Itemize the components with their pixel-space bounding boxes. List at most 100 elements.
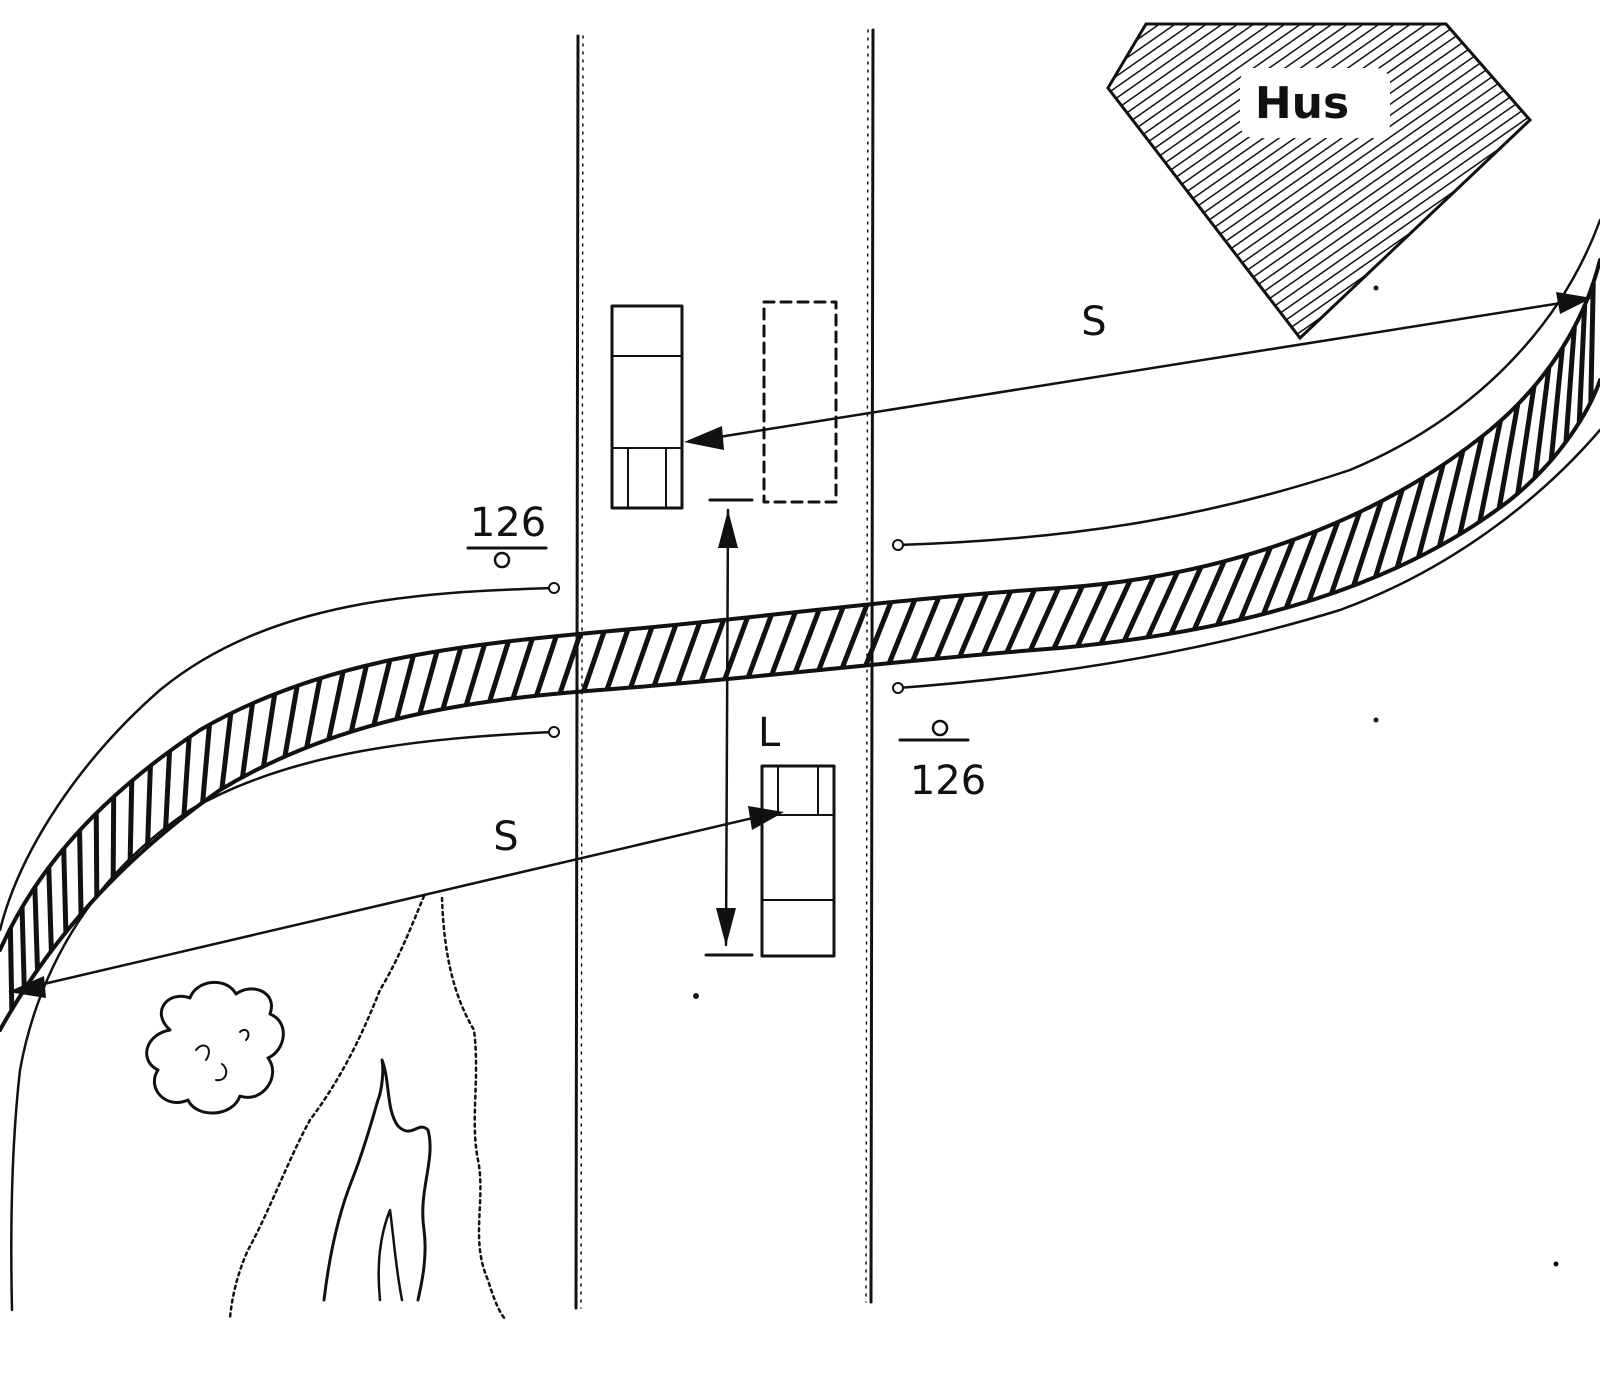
sleeper	[1457, 435, 1485, 535]
sleeper	[440, 646, 464, 710]
sign-post-icon	[493, 551, 511, 569]
length-label: L	[758, 710, 781, 756]
sleeper	[1098, 579, 1133, 645]
sleeper	[745, 613, 774, 678]
forest-edge-left	[228, 894, 426, 1320]
tree-trunk-outline	[322, 1058, 432, 1302]
sleeper	[1238, 546, 1273, 621]
sleeper	[1329, 511, 1362, 595]
sleeper	[1373, 489, 1405, 578]
sleeper	[1548, 347, 1565, 461]
sleeper	[261, 693, 278, 767]
crossing-sign-left: 126	[466, 500, 548, 569]
sight-arrowhead	[748, 806, 784, 830]
sleeper	[698, 619, 726, 683]
road-left-edge-dots	[580, 35, 584, 1309]
car-bottom-right	[760, 764, 836, 958]
sleeper	[651, 624, 679, 687]
dimension-line	[724, 508, 730, 947]
sleeper	[1394, 477, 1426, 569]
house-hatched-icon: Hus	[1106, 22, 1533, 341]
sleeper	[46, 867, 54, 951]
speck	[1553, 1261, 1559, 1267]
embankment-outer-lower-right	[896, 428, 1600, 690]
arrowhead-down	[716, 908, 736, 946]
sleeper	[1496, 403, 1521, 509]
tree-trunk-detail	[377, 1208, 404, 1302]
sleeper	[1215, 553, 1250, 626]
sleeper	[1122, 575, 1157, 642]
sleeper	[1477, 420, 1503, 523]
sleeper	[7, 928, 15, 1010]
sleeper	[839, 603, 870, 669]
sleeper	[510, 637, 535, 700]
sleeper	[1532, 367, 1552, 478]
car-body	[760, 764, 836, 958]
house-label: Hus	[1255, 78, 1349, 129]
sleeper	[1416, 464, 1446, 558]
sleeper	[371, 659, 393, 726]
sleeper	[304, 677, 323, 748]
bush-detail	[195, 1044, 210, 1061]
sleeper	[1028, 587, 1061, 652]
sleeper	[1576, 305, 1588, 423]
sleeper	[93, 813, 100, 897]
sleeper	[326, 670, 346, 740]
sleeper	[219, 713, 234, 790]
sleeper	[145, 765, 153, 848]
sleeper	[181, 737, 192, 817]
sight-arrowhead-end	[8, 976, 46, 998]
sleeper	[628, 626, 655, 689]
sleeper	[127, 780, 135, 863]
bush-detail	[215, 1063, 228, 1082]
sleeper	[1306, 521, 1341, 602]
car-ghost-dashed	[762, 300, 838, 504]
bush-icon	[145, 980, 285, 1115]
sleeper	[1168, 566, 1204, 635]
sleeper	[417, 650, 440, 715]
sleeper	[675, 621, 703, 685]
house-outline	[1106, 22, 1533, 341]
forest-edge-right	[440, 896, 508, 1322]
car-top-left	[610, 304, 684, 510]
tree-cluster-icon	[228, 894, 508, 1322]
sleeper	[1192, 560, 1227, 631]
road-left-edge	[574, 34, 580, 1310]
speck	[693, 993, 699, 999]
embankment-outer-upper-left	[0, 586, 556, 932]
sleeper	[200, 724, 212, 803]
sleeper	[886, 598, 918, 665]
railway-track	[0, 258, 1600, 1032]
embankment-outer-upper-right	[896, 218, 1600, 547]
sleeper	[1351, 500, 1384, 587]
sleeper	[534, 635, 559, 697]
speck	[1373, 717, 1379, 723]
sleeper	[32, 886, 41, 970]
rail-lower	[0, 378, 1600, 1032]
sleeper	[769, 611, 798, 676]
sleeper	[792, 608, 822, 674]
sleeper	[1004, 588, 1037, 654]
sleeper	[557, 633, 583, 695]
speck	[1373, 285, 1379, 291]
sign-number: 126	[470, 500, 546, 546]
sight-line	[16, 812, 772, 992]
sleeper	[1563, 326, 1577, 443]
sleeper	[1436, 450, 1466, 547]
sight-line-top: S	[684, 292, 1592, 450]
sight-line	[698, 298, 1582, 442]
sight-arrowhead-end	[1556, 292, 1592, 314]
embankment-end-dot	[548, 582, 560, 594]
sleeper	[581, 630, 607, 693]
sight-label-bottom: S	[493, 814, 518, 860]
bush-outline	[145, 980, 285, 1115]
sleeper	[61, 848, 69, 933]
sleeper	[110, 796, 117, 880]
sleeper	[282, 685, 300, 757]
house-label-box	[1240, 68, 1390, 138]
sleeper	[487, 640, 511, 703]
sleeper	[1515, 386, 1537, 494]
crossing-sign-right: 126	[898, 719, 986, 804]
sleeper	[162, 751, 173, 832]
